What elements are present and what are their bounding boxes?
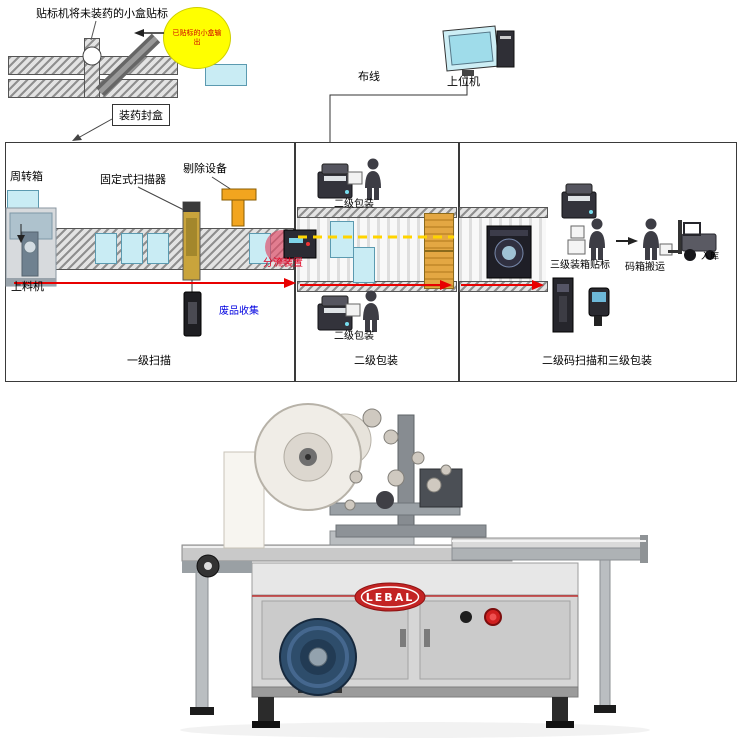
carton-labeler-sketch	[72, 20, 164, 141]
waste-collect-label: 废品收集	[219, 306, 259, 317]
labeled-output-bubble: 已贴标的小盒输出	[163, 7, 231, 69]
fixed-scanner-icon	[137, 186, 201, 281]
process-diagram-overlay	[5, 20, 717, 337]
step-arrow	[616, 237, 638, 245]
printer-icon	[561, 183, 597, 219]
flow-arrow-out	[461, 280, 544, 290]
turnover-drop-arrow	[17, 224, 25, 243]
product-box	[330, 221, 354, 258]
palletize-label: 码箱搬运	[625, 262, 665, 273]
worker-icon	[363, 290, 379, 332]
stacked-box	[570, 225, 585, 239]
conveyor-rail	[459, 281, 548, 292]
stacked-box	[567, 239, 586, 255]
divert-device-label: 分流装置	[263, 258, 303, 269]
output-carton-box	[205, 64, 247, 86]
brand-text: LEBAL	[366, 591, 414, 604]
drive-motor	[279, 618, 357, 696]
panel-tertiary-pack-caption: 二级码扫描和三级包装	[542, 354, 652, 367]
panel-secondary-pack-caption: 二级包装	[354, 354, 398, 367]
product-box	[95, 233, 117, 264]
conveyor-rail	[297, 281, 457, 292]
flow-arrow-pack	[300, 280, 452, 290]
brand-logo: LEBAL	[354, 582, 426, 612]
product-box	[147, 233, 169, 264]
label-applicator-icon	[552, 277, 574, 333]
worker-icon	[365, 158, 381, 200]
carton-box	[424, 251, 454, 289]
wiring-label: 布线	[358, 70, 380, 83]
tunnel-scanner-icon	[486, 225, 532, 279]
flow-arrow-scan	[14, 278, 296, 288]
machine-legs	[190, 556, 616, 715]
outfeed-conveyor	[451, 535, 648, 563]
panel-first-scan-caption: 一级扫描	[127, 354, 171, 367]
handheld-scanner-icon	[588, 287, 610, 326]
host-computer-icon	[442, 25, 515, 76]
carton-box	[424, 213, 454, 251]
reject-device-label: 剔除设备	[183, 162, 227, 175]
labeling-machine-photo: LEBAL	[180, 403, 650, 738]
parcel-box	[347, 171, 363, 185]
label-head-assembly	[223, 403, 487, 549]
worker-icon	[589, 218, 605, 260]
labeled-output-bubble-text: 已贴标的小盒输出	[172, 29, 222, 46]
secondary-pack-top-label: 二级包装	[334, 199, 374, 210]
emergency-stop-button	[460, 608, 502, 626]
feeder-machine-icon	[5, 207, 57, 287]
conveyor-rail	[297, 207, 457, 218]
warehouse-label: 入库	[701, 252, 720, 262]
wiring-lines	[329, 76, 468, 142]
worker-icon	[643, 218, 659, 260]
reject-device-icon	[211, 176, 257, 227]
pushed-box	[659, 243, 673, 256]
feeder-label: 上料机	[11, 280, 44, 293]
product-box	[121, 233, 143, 264]
conveyor-rail	[459, 207, 548, 218]
printer-icon	[317, 163, 353, 199]
forklift-icon	[668, 220, 717, 261]
fixed-scanner-label: 固定式扫描器	[100, 173, 166, 186]
printer-icon	[317, 295, 353, 331]
waste-device-icon	[183, 280, 202, 337]
divert-device-icon	[283, 229, 317, 259]
tertiary-box-label: 三级装箱贴标	[550, 260, 610, 271]
host-computer-label: 上位机	[447, 75, 480, 88]
fill-seal-step: 装药封盒	[112, 104, 170, 126]
secondary-pack-bottom-label: 二级包装	[334, 331, 374, 342]
top-caption: 贴标机将未装药的小盒贴标	[36, 7, 168, 20]
parcel-box	[345, 303, 361, 317]
floor-shadow	[180, 722, 650, 738]
turnover-box-label: 周转箱	[10, 170, 43, 183]
product-box	[353, 247, 375, 283]
